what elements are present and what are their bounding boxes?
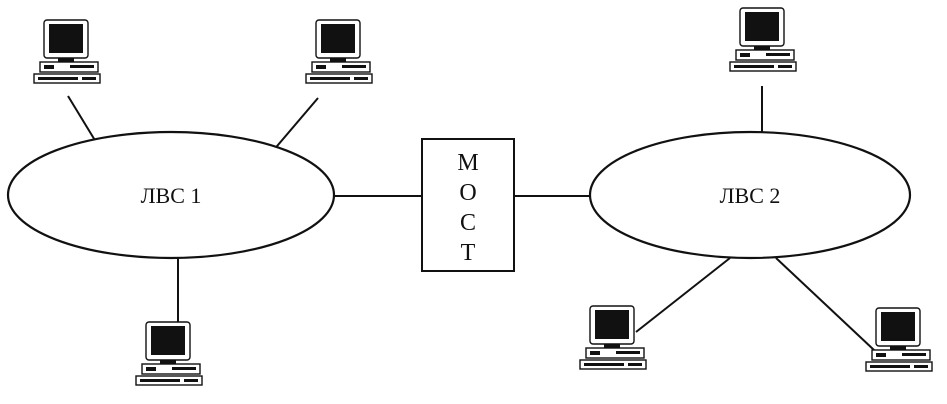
lan1-label: ЛВС 1 — [141, 183, 202, 208]
bridge-letter-3: С — [460, 210, 476, 236]
link-lan1-pc-top-right — [271, 97, 319, 153]
lan2-node: ЛВС 2 — [588, 130, 912, 260]
bridge-letter-2: О — [459, 180, 476, 206]
computer-icon — [865, 307, 933, 372]
bridge-letter-4: Т — [461, 240, 476, 266]
computer-icon — [579, 305, 647, 370]
bridge-letter-1: М — [457, 150, 478, 176]
link-lan2-pc-bottom-right — [775, 257, 875, 351]
computer-icon — [33, 19, 101, 84]
computer-icon — [729, 7, 797, 72]
bridge-node: М О С Т — [421, 138, 515, 272]
bridge-box — [421, 138, 515, 272]
computer-icon — [135, 321, 203, 386]
connections — [67, 86, 875, 351]
link-lan2-pc-bottom-left — [635, 257, 731, 333]
computer-icon — [305, 19, 373, 84]
link-lan1-pc-top-left — [67, 95, 97, 143]
lan1-ellipse — [6, 130, 336, 260]
lan1-node: ЛВС 1 — [6, 130, 336, 260]
lan2-ellipse — [588, 130, 912, 260]
lan2-label: ЛВС 2 — [720, 183, 781, 208]
